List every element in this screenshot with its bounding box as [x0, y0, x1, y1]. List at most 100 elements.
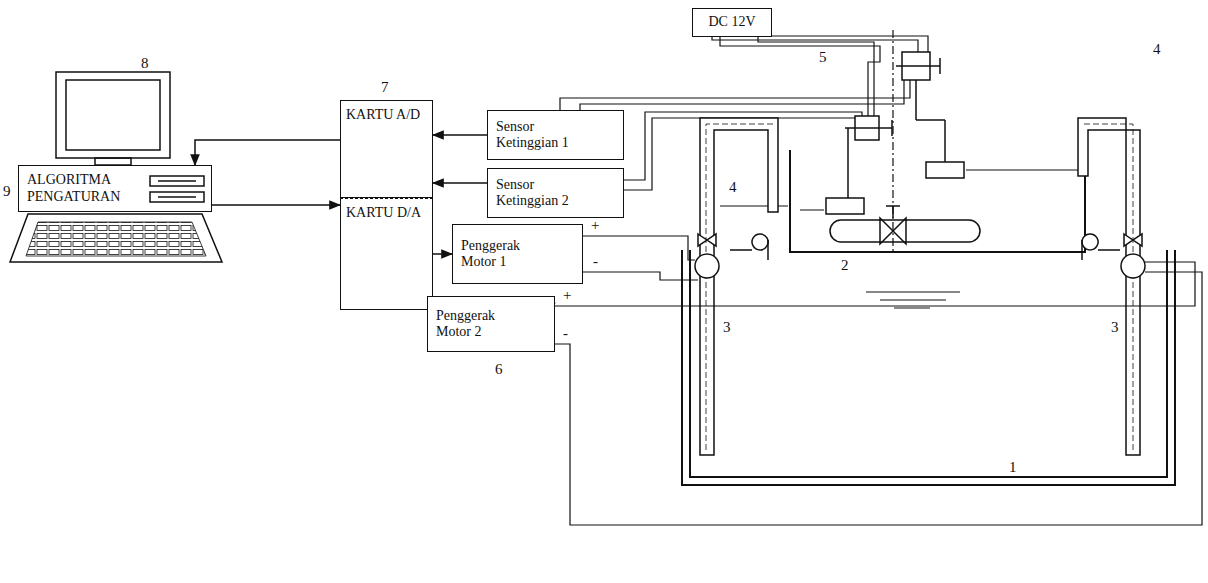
- node-text: Sensor Ketinggian 2: [496, 177, 576, 209]
- drawing-stroke: [944, 120, 946, 162]
- node-text: KARTU A/D: [346, 107, 420, 123]
- node-text: ALGORITMA PENGATURAN: [27, 172, 139, 204]
- sensor-box: Sensor Ketinggian 1: [487, 110, 624, 160]
- drawing-stroke: [1081, 240, 1083, 260]
- callout-number: 7: [380, 80, 390, 95]
- callout-number: 3: [722, 320, 732, 335]
- drawing-stroke: [26, 222, 206, 256]
- lower-tank: [682, 250, 1175, 485]
- callout-number: 4: [728, 180, 738, 195]
- drawing-stroke: [682, 250, 1175, 485]
- drawing-stroke: [555, 272, 1202, 525]
- level-sensors: [826, 52, 964, 214]
- drawing-stroke: [95, 158, 131, 165]
- da-card-box: KARTU D/A: [340, 198, 433, 310]
- drawing-stroke: [886, 205, 900, 207]
- drawing-stroke: [830, 220, 980, 242]
- drawing-stroke: [698, 234, 716, 246]
- drawing-stroke: [1083, 124, 1133, 450]
- drawing-stroke: [892, 206, 894, 218]
- drawing-stroke: [560, 52, 910, 110]
- signal-arrow: [433, 182, 487, 184]
- motor-driver-box: Penggerak Motor 1: [452, 224, 583, 284]
- drawing-stroke: [555, 262, 1195, 306]
- drawing-stroke: [790, 150, 1085, 252]
- drawing-stroke: [845, 127, 892, 129]
- drawing-stroke: [1124, 234, 1142, 246]
- node-text: Penggerak Motor 1: [461, 238, 541, 270]
- signal-arrow: [433, 134, 487, 136]
- motor-wires: [555, 236, 1202, 525]
- drawing-stroke: [690, 250, 1167, 477]
- node-text: Penggerak Motor 2: [436, 308, 516, 340]
- drawing-stroke: [150, 192, 204, 202]
- drawing-stroke: [866, 291, 960, 292]
- polarity-sign: +: [562, 288, 572, 303]
- drawing-stroke: [916, 119, 945, 121]
- callout-number: 3: [1110, 320, 1120, 335]
- sensor-box: Sensor Ketinggian 2: [487, 168, 624, 218]
- drawing-stroke: [748, 30, 928, 52]
- drawing-stroke: [706, 124, 773, 450]
- drawing-stroke: [583, 272, 698, 280]
- ad-card-box: KARTU A/D: [340, 100, 433, 198]
- drawing-stroke: [800, 210, 824, 211]
- drawing-stroke: [695, 254, 719, 278]
- callout-number: 6: [494, 362, 504, 377]
- drawing-stroke: [158, 196, 196, 198]
- drawing-stroke: [826, 198, 864, 214]
- drawing-stroke: [700, 118, 778, 455]
- drawing-stroke: [158, 180, 196, 182]
- drawing-stroke: [730, 249, 752, 251]
- drawing-stroke: [847, 128, 849, 200]
- drawing-stroke: [583, 236, 695, 260]
- callout-number: 5: [818, 50, 828, 65]
- drawing-stroke: [880, 218, 906, 244]
- node-text: Sensor Ketinggian 1: [496, 119, 576, 151]
- drawing-stroke: [580, 60, 904, 110]
- polarity-sign: -: [562, 326, 569, 341]
- node-text: DC 12V: [708, 14, 755, 30]
- motor-driver-box: Penggerak Motor 2: [427, 296, 555, 352]
- computer: [10, 72, 222, 262]
- callout-number: 2: [840, 258, 850, 273]
- signal-arrow: [195, 140, 340, 165]
- computer-body: ALGORITMA PENGATURAN: [18, 165, 212, 212]
- drawing-stroke: [896, 65, 940, 67]
- drawing-stroke: [966, 170, 1083, 171]
- drawing-stroke: [880, 299, 946, 300]
- drawing-stroke: [915, 80, 917, 120]
- polarity-sign: +: [590, 218, 600, 233]
- drawing-stroke: [767, 240, 769, 260]
- polarity-sign: -: [592, 254, 599, 269]
- power-wires: [712, 30, 928, 252]
- drawing-stroke: [752, 234, 768, 250]
- callout-number: 8: [140, 56, 150, 71]
- power-supply-box: DC 12V: [692, 8, 772, 37]
- drawing-stroke: [1082, 234, 1098, 250]
- drawing-stroke: [939, 58, 941, 74]
- node-text: KARTU D/A: [346, 205, 421, 221]
- drawing-stroke: [891, 120, 893, 136]
- pipes-and-pumps: [695, 118, 1145, 455]
- callout-number: 9: [2, 184, 12, 199]
- drawing-stroke: [1098, 249, 1120, 251]
- drawing-stroke: [150, 176, 204, 186]
- drawing-stroke: [720, 30, 880, 116]
- drawing-stroke: [66, 80, 160, 150]
- drawing-stroke: [1078, 118, 1140, 455]
- drawing-stroke: [10, 214, 222, 262]
- drawing-stroke: [56, 72, 170, 158]
- callout-number: 1: [1008, 460, 1018, 475]
- drawing-stroke: [894, 307, 930, 308]
- callout-number: 4: [1152, 42, 1162, 57]
- drawing-stroke: [1121, 254, 1145, 278]
- signal-arrow: [212, 204, 340, 206]
- drawing-stroke: [758, 30, 874, 116]
- drawing-stroke: [892, 30, 893, 252]
- drawing-stroke: [926, 162, 964, 178]
- signal-arrow: [433, 253, 452, 255]
